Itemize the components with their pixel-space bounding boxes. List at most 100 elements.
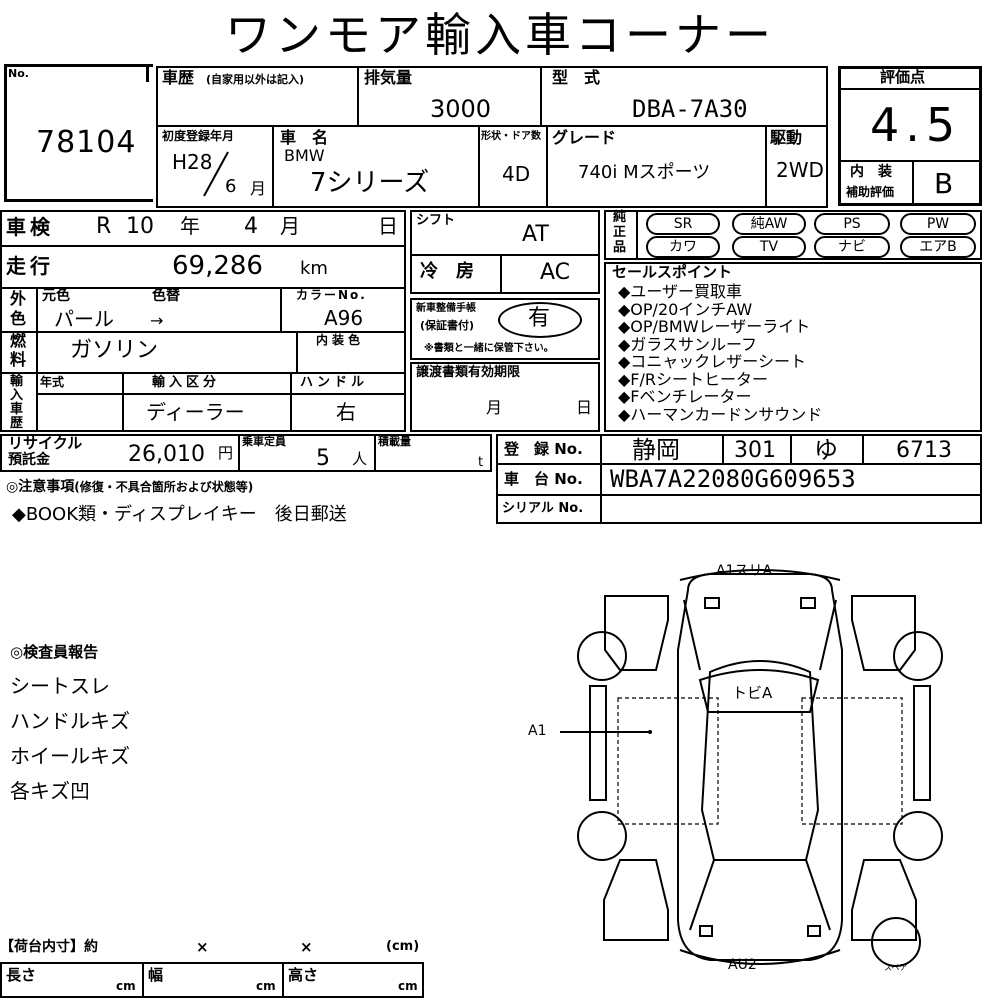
ac-label: 冷 房 [420, 261, 474, 282]
recycle-value: 26,010 [128, 442, 205, 467]
import-label-2: 入 [10, 388, 24, 403]
inspection-era: R [96, 214, 112, 239]
recycle-grid [0, 434, 492, 472]
cargo-label: 【荷台内寸】約 [0, 939, 98, 955]
maintenance-label-2: (保証書付) [420, 319, 475, 332]
original-color-label: 元色 [42, 288, 70, 304]
car-name-label: 車 名 [280, 128, 329, 147]
inspection-year-unit: 年 [180, 214, 200, 238]
fuel-label-1: 燃 [10, 331, 27, 350]
sales-point-item: ◆コニャックレザーシート [618, 352, 806, 371]
first-reg-label: 初度登録年月 [162, 129, 235, 143]
interior-color-label: 内装色 [316, 333, 365, 347]
no-box [4, 64, 153, 202]
no-value: 78104 [36, 125, 137, 160]
sales-point-item: ◆Fベンチレーター [618, 387, 752, 406]
diagram-roof-label: トビA [732, 684, 773, 702]
capacity-value: 5 [316, 446, 330, 471]
doors-label: 形状・ドア数 [481, 131, 541, 142]
recycle-label-2: 預託金 [8, 452, 50, 468]
vehicle-info-grid [156, 66, 828, 208]
transfer-grid [410, 362, 600, 432]
fuel-value: ガソリン [70, 338, 159, 363]
inspector-label: ◎検査員報告 [10, 643, 99, 661]
displacement-value: 3000 [430, 95, 492, 123]
mileage-unit: km [300, 258, 328, 279]
load-unit: t [478, 455, 484, 470]
model-value: DBA-7A30 [632, 95, 748, 123]
handle-value: 右 [336, 400, 356, 424]
option-badge: PW [900, 213, 976, 235]
sales-point-item: ◆F/Rシートヒーター [618, 369, 769, 389]
first-reg-slash [203, 151, 229, 197]
sales-point-item: ◆ユーザー買取車 [618, 282, 742, 301]
score-value: 4.5 [870, 98, 962, 152]
outer-color-label-2: 色 [10, 309, 27, 328]
options-label-2: 正 [613, 225, 627, 240]
change-color-label: 色替 [152, 288, 180, 304]
import-label-1: 輸 [10, 374, 24, 389]
sales-points-box [604, 262, 982, 432]
capacity-label: 乗車定員 [242, 435, 286, 448]
ac-value: AC [540, 260, 571, 285]
options-label-3: 品 [613, 240, 627, 255]
import-year-label: 年式 [40, 375, 65, 389]
history-note: (自家用以外は記入) [206, 73, 305, 86]
options-label-1: 純 [613, 210, 627, 225]
notes-label: ◎注意事項 [6, 479, 75, 495]
cargo-width-label: 幅 [148, 966, 164, 984]
option-badge: ナビ [814, 236, 890, 258]
color-value: パール [54, 307, 114, 331]
color-change-arrow: → [150, 311, 164, 330]
grade-label: グレード [552, 128, 617, 147]
maintenance-grid [410, 298, 600, 360]
option-badge: エアB [900, 236, 976, 258]
option-badge: 純AW [732, 213, 806, 235]
history-label: 車歴 [162, 68, 195, 87]
registration-class: 301 [734, 438, 776, 463]
transfer-day-unit: 日 [576, 398, 593, 417]
mileage-label: 走行 [6, 254, 54, 278]
cargo-height-cm: cm [398, 979, 418, 993]
sales-point-item: ◆OP/BMWレーザーライト [618, 317, 811, 336]
cargo-length-label: 長さ [6, 966, 37, 984]
car-name-value: 7シリーズ [310, 168, 430, 198]
option-badge: PS [814, 213, 890, 235]
sales-point-item: ◆OP/20インチAW [618, 299, 753, 319]
sales-point-item: ◆ガラスサンルーフ [618, 334, 758, 354]
drive-label: 駆動 [770, 128, 803, 147]
cargo-height-label: 高さ [288, 966, 319, 984]
maintenance-value: 有 [528, 306, 551, 331]
cargo-unit: (cm) [386, 939, 420, 954]
import-category-label: 輸入区分 [152, 375, 221, 390]
interior-value: B [934, 167, 954, 200]
inspector-item: 各キズ凹 [10, 779, 90, 803]
registration-label: 登 録 No. [504, 440, 583, 458]
doors-value: 4D [502, 162, 531, 186]
shift-value: AT [522, 222, 549, 247]
import-category-value: ディーラー [146, 400, 245, 424]
first-reg-month-unit: 月 [250, 179, 267, 198]
inspector-item: シートスレ [10, 674, 110, 698]
color-code-value: A96 [324, 306, 364, 330]
option-badge: カワ [646, 236, 720, 258]
diagram-top-label: A1スリA [716, 563, 773, 579]
car-damage-diagram [560, 569, 943, 967]
registration-kana: ゆ [814, 436, 838, 464]
inspector-item: ハンドルキズ [10, 709, 130, 733]
cargo-grid [0, 962, 424, 998]
inspection-month-unit: 月 [280, 214, 300, 238]
shift-grid [410, 210, 600, 294]
import-label-3: 車 [10, 402, 24, 417]
first-reg-era: H28 [172, 150, 213, 174]
left-info-grid [0, 210, 406, 432]
option-badge: SR [646, 213, 720, 235]
import-label-4: 歴 [10, 416, 24, 431]
score-box [838, 66, 982, 206]
grade-value: 740i Mスポーツ [578, 162, 711, 183]
score-label: 評価点 [880, 68, 926, 86]
inspection-day-unit: 日 [378, 214, 398, 238]
notes-text: ◆BOOK類・ディスプレイキー 後日郵送 [12, 504, 347, 525]
no-label: No. [8, 67, 29, 80]
sales-point-item: ◆ハーマンカードンサウンド [618, 404, 823, 424]
